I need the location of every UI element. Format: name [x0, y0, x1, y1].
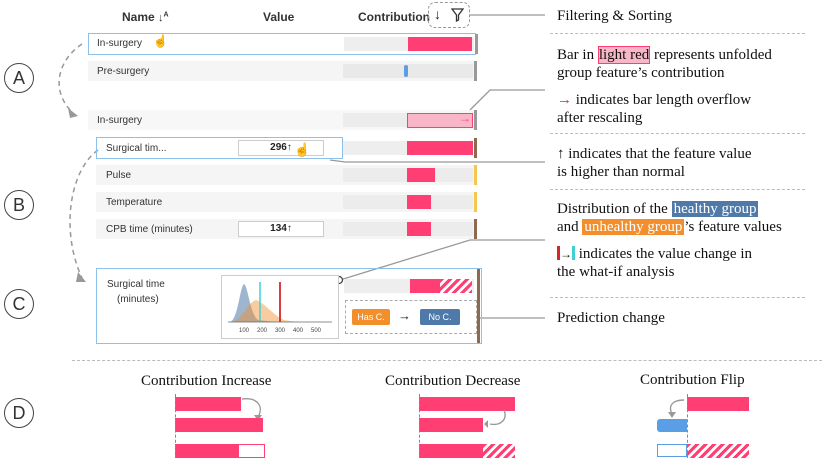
name-header[interactable]: Name ↓A: [122, 10, 169, 24]
flip-bar-striped: [687, 444, 749, 458]
baseline: [419, 394, 420, 458]
decrease-bar-before: [419, 397, 515, 411]
contribution-bar: [407, 141, 473, 155]
contribution-bar: [407, 222, 431, 236]
increase-bar-after: [175, 418, 263, 432]
baseline: [687, 394, 688, 458]
value-box: 296↑: [238, 140, 324, 156]
prediction-change-box: Has C. → No C.: [345, 300, 477, 334]
contribution-bar: [408, 37, 472, 51]
decrease-bar-striped: [483, 444, 515, 458]
d-title-decrease: Contribution Decrease: [385, 373, 521, 389]
section-b-label: B: [4, 190, 34, 220]
cursor-click-icon: ☝: [294, 142, 311, 157]
contribution-change-bar: [440, 279, 472, 293]
tick-label: 400: [293, 328, 304, 334]
flip-bar-outline: [657, 444, 687, 457]
value-box: 134↑: [238, 221, 324, 237]
flip-bar-positive: [687, 397, 749, 411]
increase-bar-base: [175, 444, 239, 458]
row-label: In-surgery: [97, 115, 143, 126]
note-light-red: Bar in light red represents unfolded gro…: [557, 46, 772, 81]
tick-label: 300: [275, 328, 286, 334]
d-title-flip: Contribution Flip: [640, 372, 745, 388]
prediction-arrow: →: [398, 308, 411, 323]
feature-row-cpb-time[interactable]: CPB time (minutes) 134↑: [96, 219, 477, 239]
feature-detail-panel[interactable]: Surgical time (minutes) 100 200 300 400 …: [96, 268, 482, 344]
distribution-plot[interactable]: 100 200 300 400 500: [221, 275, 339, 339]
sort-arrow-icon[interactable]: ↓: [434, 6, 441, 22]
note-distribution: Distribution of the healthy group and un…: [557, 201, 782, 235]
note-higher: ↑ indicates that the feature value is hi…: [557, 146, 752, 180]
note-what-if: → indicates the value change in the what…: [557, 246, 753, 280]
feature-row-in-surgery-unfolded[interactable]: In-surgery →: [88, 110, 477, 130]
contribution-bar: [410, 279, 440, 293]
group-color-indicator: [474, 61, 477, 81]
row-label: Surgical tim...: [106, 143, 167, 154]
row-label: In-surgery: [97, 38, 143, 49]
group-color-indicator: [474, 219, 477, 239]
contribution-bar: [407, 168, 435, 182]
tick-label: 500: [311, 328, 322, 334]
group-color-indicator: [474, 138, 477, 158]
group-color-indicator: [475, 34, 478, 54]
decrease-bar-after: [419, 418, 483, 432]
feature-row-pre-surgery[interactable]: Pre-surgery: [88, 61, 477, 81]
group-color-indicator: [474, 110, 477, 130]
section-divider: [72, 360, 822, 361]
contribution-bar: [407, 195, 431, 209]
density-chart: 100 200 300 400 500: [228, 282, 332, 334]
section-d-label: D: [4, 398, 34, 428]
decrease-curve-arrow: [484, 409, 506, 428]
feature-row-surgical-time-highlight[interactable]: [96, 137, 343, 159]
cursor-click-icon: ☝: [153, 34, 168, 48]
tick-label: 100: [239, 328, 250, 334]
flip-curve-arrow: [668, 399, 685, 418]
group-color-indicator: [477, 269, 480, 343]
sort-icon[interactable]: ↓A: [158, 11, 169, 24]
tick-label: 200: [257, 328, 268, 334]
feature-row-in-surgery[interactable]: In-surgery ☝: [88, 33, 478, 55]
feature-row-pulse[interactable]: Pulse: [96, 165, 477, 185]
contribution-track: [343, 64, 473, 78]
decrease-bar-base: [419, 444, 483, 458]
baseline: [175, 394, 176, 458]
row-label: Temperature: [106, 197, 163, 208]
increase-bar-before: [175, 397, 241, 411]
feature-row-temperature[interactable]: Temperature: [96, 192, 477, 212]
feature-unit: (minutes): [117, 294, 159, 305]
note-overflow: → indicates bar length overflow after re…: [557, 92, 752, 126]
light-red-bar: [407, 113, 473, 128]
overflow-arrow-icon: →: [459, 111, 471, 125]
flip-bar-negative: [657, 419, 687, 432]
filter-icon[interactable]: [451, 8, 464, 22]
divider: [550, 33, 805, 34]
group-color-indicator: [474, 165, 477, 185]
note-filtering: Filtering & Sorting: [557, 8, 673, 24]
divider: [550, 133, 805, 134]
row-label: Pre-surgery: [97, 66, 150, 77]
row-label: CPB time (minutes): [106, 224, 193, 235]
feature-row-surgical-time[interactable]: Surgical tim... 296↑ ☝: [96, 138, 477, 158]
note-prediction: Prediction change: [557, 310, 665, 326]
divider: [550, 297, 805, 298]
feature-label: Surgical time: [107, 279, 165, 290]
contribution-bar: [404, 65, 408, 77]
section-c-label: C: [4, 289, 34, 319]
filter-sort-group: ↓: [428, 2, 470, 28]
section-a-label: A: [4, 63, 34, 93]
prediction-from-badge: Has C.: [352, 309, 390, 325]
row-label: Pulse: [106, 170, 132, 181]
d-title-increase: Contribution Increase: [141, 373, 272, 389]
group-color-indicator: [474, 192, 477, 212]
prediction-to-badge: No C.: [420, 309, 460, 325]
value-header[interactable]: Value: [263, 10, 295, 24]
divider: [550, 189, 805, 190]
name-header-label: Name: [122, 10, 155, 24]
contribution-header[interactable]: Contribution: [358, 10, 430, 24]
